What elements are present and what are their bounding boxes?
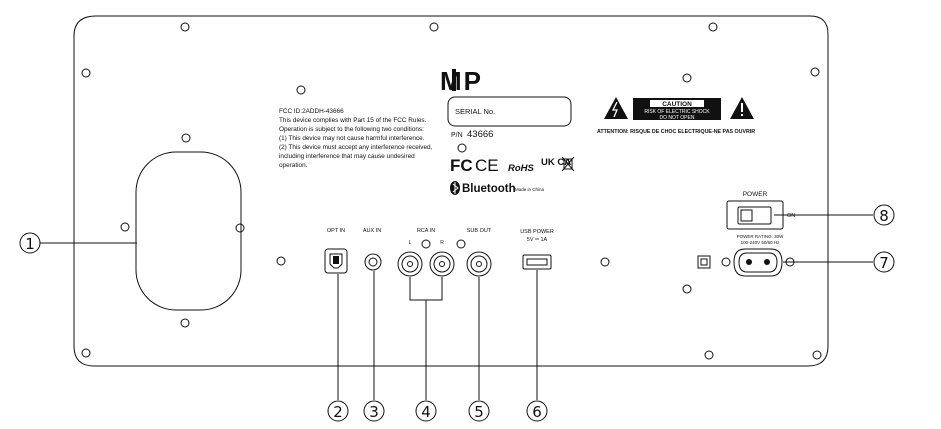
sub-out-jack xyxy=(466,251,492,277)
callout-5: 5 xyxy=(468,400,490,422)
callout-3-number: 3 xyxy=(369,403,379,421)
fcc-line-1: FCC ID:2ADDH-43666 xyxy=(279,108,344,115)
sub-out-label: SUB OUT xyxy=(467,228,492,234)
opt-in-label: OPT IN xyxy=(327,228,345,234)
usb-rating-label: 5V ═ 1A xyxy=(527,237,548,243)
fcc-line-3: Operation is subject to the following tw… xyxy=(279,126,424,133)
brand-logo-bars xyxy=(452,69,456,91)
pn-value: 43666 xyxy=(467,129,493,140)
exclamation-warning-icon xyxy=(730,97,754,119)
double-insulation-icon xyxy=(697,255,711,269)
fcc-line-7: operation. xyxy=(279,162,308,169)
bluetooth-label: Bluetooth xyxy=(462,183,516,195)
fcc-line-5: (2) This device must accept any interfer… xyxy=(279,144,433,151)
caution-line-2: DO NOT OPEN xyxy=(660,115,695,121)
callout-7-number: 7 xyxy=(879,254,889,272)
power-rating-line-2: 100-240V 50/60 Hz xyxy=(741,240,781,245)
made-in-china: Made in China xyxy=(515,187,545,192)
callout-1-number: 1 xyxy=(25,235,35,253)
attention-text: ATTENTION: RISQUE DE CHOC ELECTRIQUE-NE … xyxy=(597,129,755,135)
fcc-line-2: This device complies with Part 15 of the… xyxy=(279,117,427,124)
bluetooth-icon xyxy=(450,181,460,195)
power-label: POWER xyxy=(743,191,768,198)
weee-bin-icon xyxy=(561,156,575,172)
pn-prefix: P/N xyxy=(451,132,463,139)
caution-line-1: RISK OF ELECTRIC SHOCK xyxy=(644,109,710,115)
usb-power-label: USB POWER xyxy=(520,229,554,235)
callout-5-number: 5 xyxy=(474,403,484,421)
aux-input-jack xyxy=(364,253,382,271)
callout-4-number: 4 xyxy=(421,403,431,421)
ac-power-inlet xyxy=(721,248,795,277)
ukca-mark: UK CA xyxy=(541,157,571,168)
callout-6: 6 xyxy=(526,400,548,422)
certification-marks: FC CE RoHS UK CA xyxy=(450,156,575,175)
rca-right-jack xyxy=(429,251,455,277)
callout-2-number: 2 xyxy=(333,403,343,421)
mounting-holes xyxy=(81,22,822,360)
passive-radiator xyxy=(135,151,242,311)
callout-6-number: 6 xyxy=(532,403,542,421)
ce-mark: CE xyxy=(475,156,499,175)
leader-lines xyxy=(40,214,873,400)
fcc-line-6: including interference that may cause un… xyxy=(279,153,415,160)
callout-4: 4 xyxy=(415,400,437,422)
shock-warning-icon xyxy=(604,97,628,119)
panel-outline xyxy=(73,15,829,367)
rca-left-jack xyxy=(397,251,423,277)
rohs-mark: RoHS xyxy=(508,163,535,174)
callout-3: 3 xyxy=(363,400,385,422)
callout-8: 8 xyxy=(873,204,895,226)
fcc-statement: FCC ID:2ADDH-43666 This device complies … xyxy=(279,108,433,169)
rca-screw-holes xyxy=(421,239,466,249)
callout-7: 7 xyxy=(873,251,895,273)
power-on-label: ON xyxy=(787,213,795,219)
power-rating-line-1: POWER RATING: 30W xyxy=(737,234,784,239)
rca-right-label: R xyxy=(440,240,444,246)
rca-left-label: L xyxy=(409,240,412,246)
serial-label: SERIAL No. xyxy=(455,107,495,116)
usb-power-port xyxy=(522,254,552,270)
fcc-line-4: (1) This device may not cause harmful in… xyxy=(279,135,425,142)
callout-1: 1 xyxy=(19,232,41,254)
aux-in-label: AUX IN xyxy=(363,228,381,234)
optical-input-port xyxy=(324,248,348,274)
fc-mark: FC xyxy=(450,156,473,175)
serial-box xyxy=(447,96,572,127)
caution-title: CAUTION xyxy=(662,101,692,108)
callout-8-number: 8 xyxy=(879,207,889,225)
callout-2: 2 xyxy=(327,400,349,422)
rca-in-label: RCA IN xyxy=(417,228,435,234)
brand-logo: MP xyxy=(440,66,483,96)
